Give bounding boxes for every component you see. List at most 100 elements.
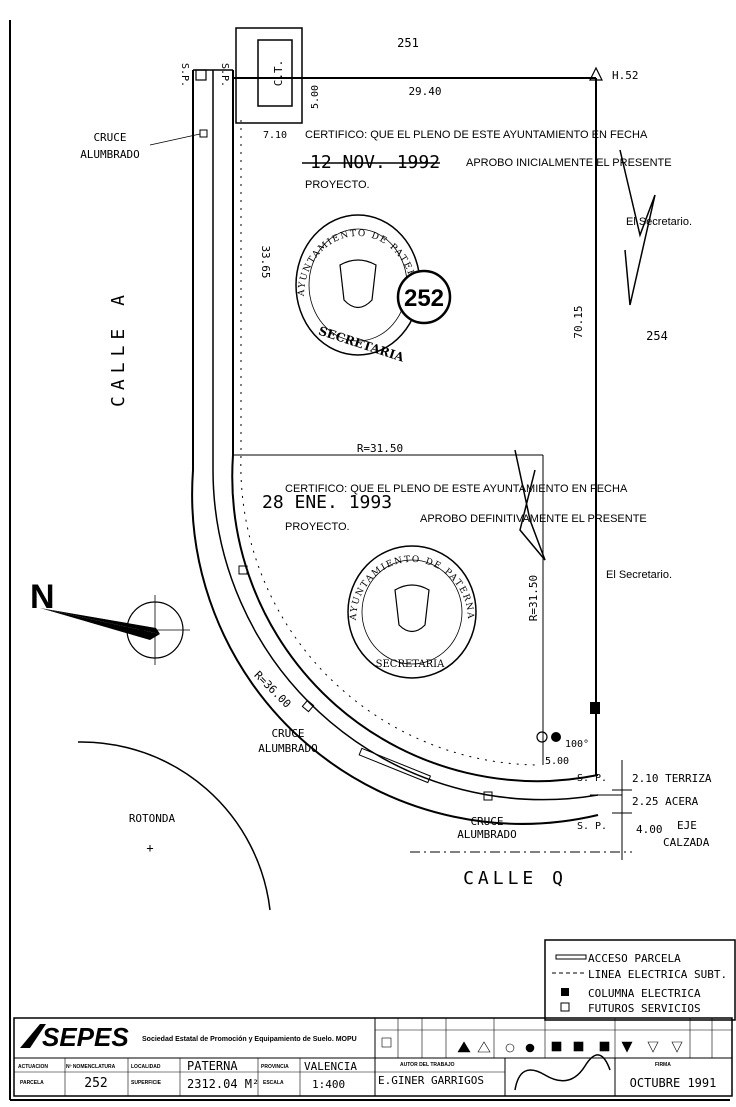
east-plot-number: 254 (646, 329, 668, 343)
superficie-value: 2312.04 M² (187, 1077, 259, 1091)
north-plot-number: 251 (397, 36, 419, 50)
legend-label: ACCESO PARCELA (588, 952, 681, 965)
alumbrado-label: ALUMBRADO (258, 742, 318, 755)
approval-stamp-2: CERTIFICO: QUE EL PLENO DE ESTE AYUNTAMI… (262, 449, 672, 581)
dim-east: 70.15 (572, 305, 585, 338)
rotonda: ROTONDA + (77, 741, 271, 911)
dim-radius-vertical: R=31.50 (527, 575, 540, 621)
ct-building: C.T. (235, 27, 303, 124)
calle-q-label: CALLE Q (463, 868, 567, 889)
sp-left: S.P. (179, 63, 190, 87)
dim-radius-top: R=31.50 (357, 442, 403, 455)
superficie-label: SUPERFICIE (131, 1080, 162, 1086)
calzada-value: 4.00 (636, 823, 663, 836)
cruce-label: CRUCE (271, 727, 304, 740)
stamp1-line2: APROBO INICIALMENTE EL PRESENTE (466, 157, 672, 169)
calle-a-label: CALLE A (108, 289, 129, 407)
signature-2 (514, 449, 546, 561)
stamp1-line1: CERTIFICO: QUE EL PLENO DE ESTE AYUNTAMI… (305, 129, 648, 141)
north-label: N (30, 578, 55, 616)
dim-angle: 100° (565, 739, 589, 750)
dim-radius-outer: R=36.00 (251, 669, 293, 711)
stamp2-line2: APROBO DEFINITIVAMENTE EL PRESENTE (420, 513, 647, 525)
columna-marker (238, 565, 248, 575)
escala-value: 1:400 (312, 1078, 345, 1091)
vertex-label: H.52 (612, 69, 639, 82)
terraza-label: 2.10 TERRIZA (632, 772, 712, 785)
street-bands (191, 69, 599, 825)
municipal-seal-2: AYUNTAMIENTO DE PATERNA SECRETARIA (347, 545, 477, 679)
legend-label: LINEA ELECTRICA SUBT. (588, 968, 727, 981)
title-block: SEPES Sociedad Estatal de Promoción y Eq… (13, 1017, 733, 1097)
stamp2-date: 28 ENE. 1993 (262, 492, 392, 513)
alumbrado-label: ALUMBRADO (80, 148, 140, 161)
cruce-alumbrado-2: CRUCE ALUMBRADO (258, 699, 318, 755)
signature-1 (619, 149, 656, 306)
legend-item: COLUMNA ELECTRICA (561, 987, 701, 1000)
acera-label: 2.25 ACERA (632, 795, 699, 808)
stamp2-line3: PROYECTO. (285, 521, 350, 533)
parcel-boundary (233, 77, 597, 775)
stamp1-signatory: El Secretario. (626, 216, 692, 228)
stamp2-line1: CERTIFICO: QUE EL PLENO DE ESTE AYUNTAMI… (285, 483, 628, 495)
radius-box (233, 454, 544, 765)
parcela-value: 252 (84, 1076, 107, 1091)
legend-label: COLUMNA ELECTRICA (588, 987, 701, 1000)
author-signature (514, 1054, 611, 1091)
vertex-marker: H.52 (589, 66, 639, 82)
acceso-parcela-mark (358, 747, 432, 784)
legend-item: ACCESO PARCELA (555, 952, 681, 965)
dim-corner: 7.10 (263, 130, 287, 141)
sp-marker (195, 69, 207, 81)
municipal-seal-1: AYUNTAMIENTO DE PATERNA SECRETARIA 252 (295, 214, 452, 365)
firma-label: FIRMA (655, 1062, 671, 1068)
symbol-cells (375, 1018, 732, 1058)
sp-2: S. P. (577, 821, 607, 832)
sp-1: S. P. (577, 773, 607, 784)
legend-label: FUTUROS SERVICIOS (588, 1002, 701, 1015)
dim-west: 33.65 (259, 245, 272, 278)
north-arrow: N (30, 578, 190, 665)
dim-top: 29.40 (408, 85, 441, 98)
seal1-bottom: SECRETARIA (317, 324, 407, 365)
approval-stamp-1: CERTIFICO: QUE EL PLENO DE ESTE AYUNTAMI… (302, 129, 692, 306)
electric-line (240, 120, 541, 766)
localidad-value: PATERNA (187, 1059, 238, 1073)
cruce-alumbrado-3: CRUCE ALUMBRADO (457, 791, 517, 841)
ct-label: C.T. (272, 60, 285, 87)
rotonda-label: ROTONDA (129, 812, 176, 825)
company-name: Sociedad Estatal de Promoción y Equipami… (142, 1036, 357, 1043)
date-value: OCTUBRE 1991 (630, 1076, 717, 1090)
localidad-label: LOCALIDAD (131, 1064, 161, 1070)
nomenclatura-label: Nº NOMENCLATURA (66, 1064, 116, 1070)
cruce-label: CRUCE (470, 815, 503, 828)
escala-label: ESCALA (263, 1080, 284, 1086)
dim-bottom-offset: 5.00 (545, 756, 569, 767)
stamp2-signatory: El Secretario. (606, 569, 672, 581)
logo-text: SEPES (42, 1022, 129, 1052)
cruce-alumbrado-1: CRUCE ALUMBRADO (80, 129, 208, 161)
parcela-label: PARCELA (20, 1080, 44, 1086)
sepes-logo: SEPES (20, 1022, 129, 1052)
legend: ACCESO PARCELA LINEA ELECTRICA SUBT. COL… (544, 939, 736, 1021)
sp-right: S.P. (219, 63, 230, 87)
legend-item: LINEA ELECTRICA SUBT. (552, 968, 727, 981)
eje-label: EJE (677, 819, 697, 832)
cruce-label: CRUCE (93, 131, 126, 144)
autor-label: AUTOR DEL TRABAJO (400, 1062, 455, 1068)
provincia-value: VALENCIA (304, 1060, 357, 1073)
alumbrado-label: ALUMBRADO (457, 828, 517, 841)
calzada-label: CALZADA (663, 836, 710, 849)
autor-value: E.GINER GARRIGOS (378, 1074, 484, 1087)
provincia-label: PROVINCIA (261, 1064, 289, 1070)
actuacion-label: ACTUACION (18, 1064, 48, 1070)
rotonda-center: + (146, 841, 153, 855)
seal2-bottom: SECRETARIA (376, 659, 445, 670)
legend-item: FUTUROS SERVICIOS (560, 1002, 701, 1015)
corner-marks (536, 702, 600, 743)
dim-ct-offset: 5.00 (310, 85, 321, 109)
street-section: 2.10 TERRIZA 2.25 ACERA 4.00 EJE CALZADA (410, 760, 712, 860)
parcel-number-circle: 252 (404, 285, 444, 312)
stamp1-line3: PROYECTO. (305, 179, 370, 191)
